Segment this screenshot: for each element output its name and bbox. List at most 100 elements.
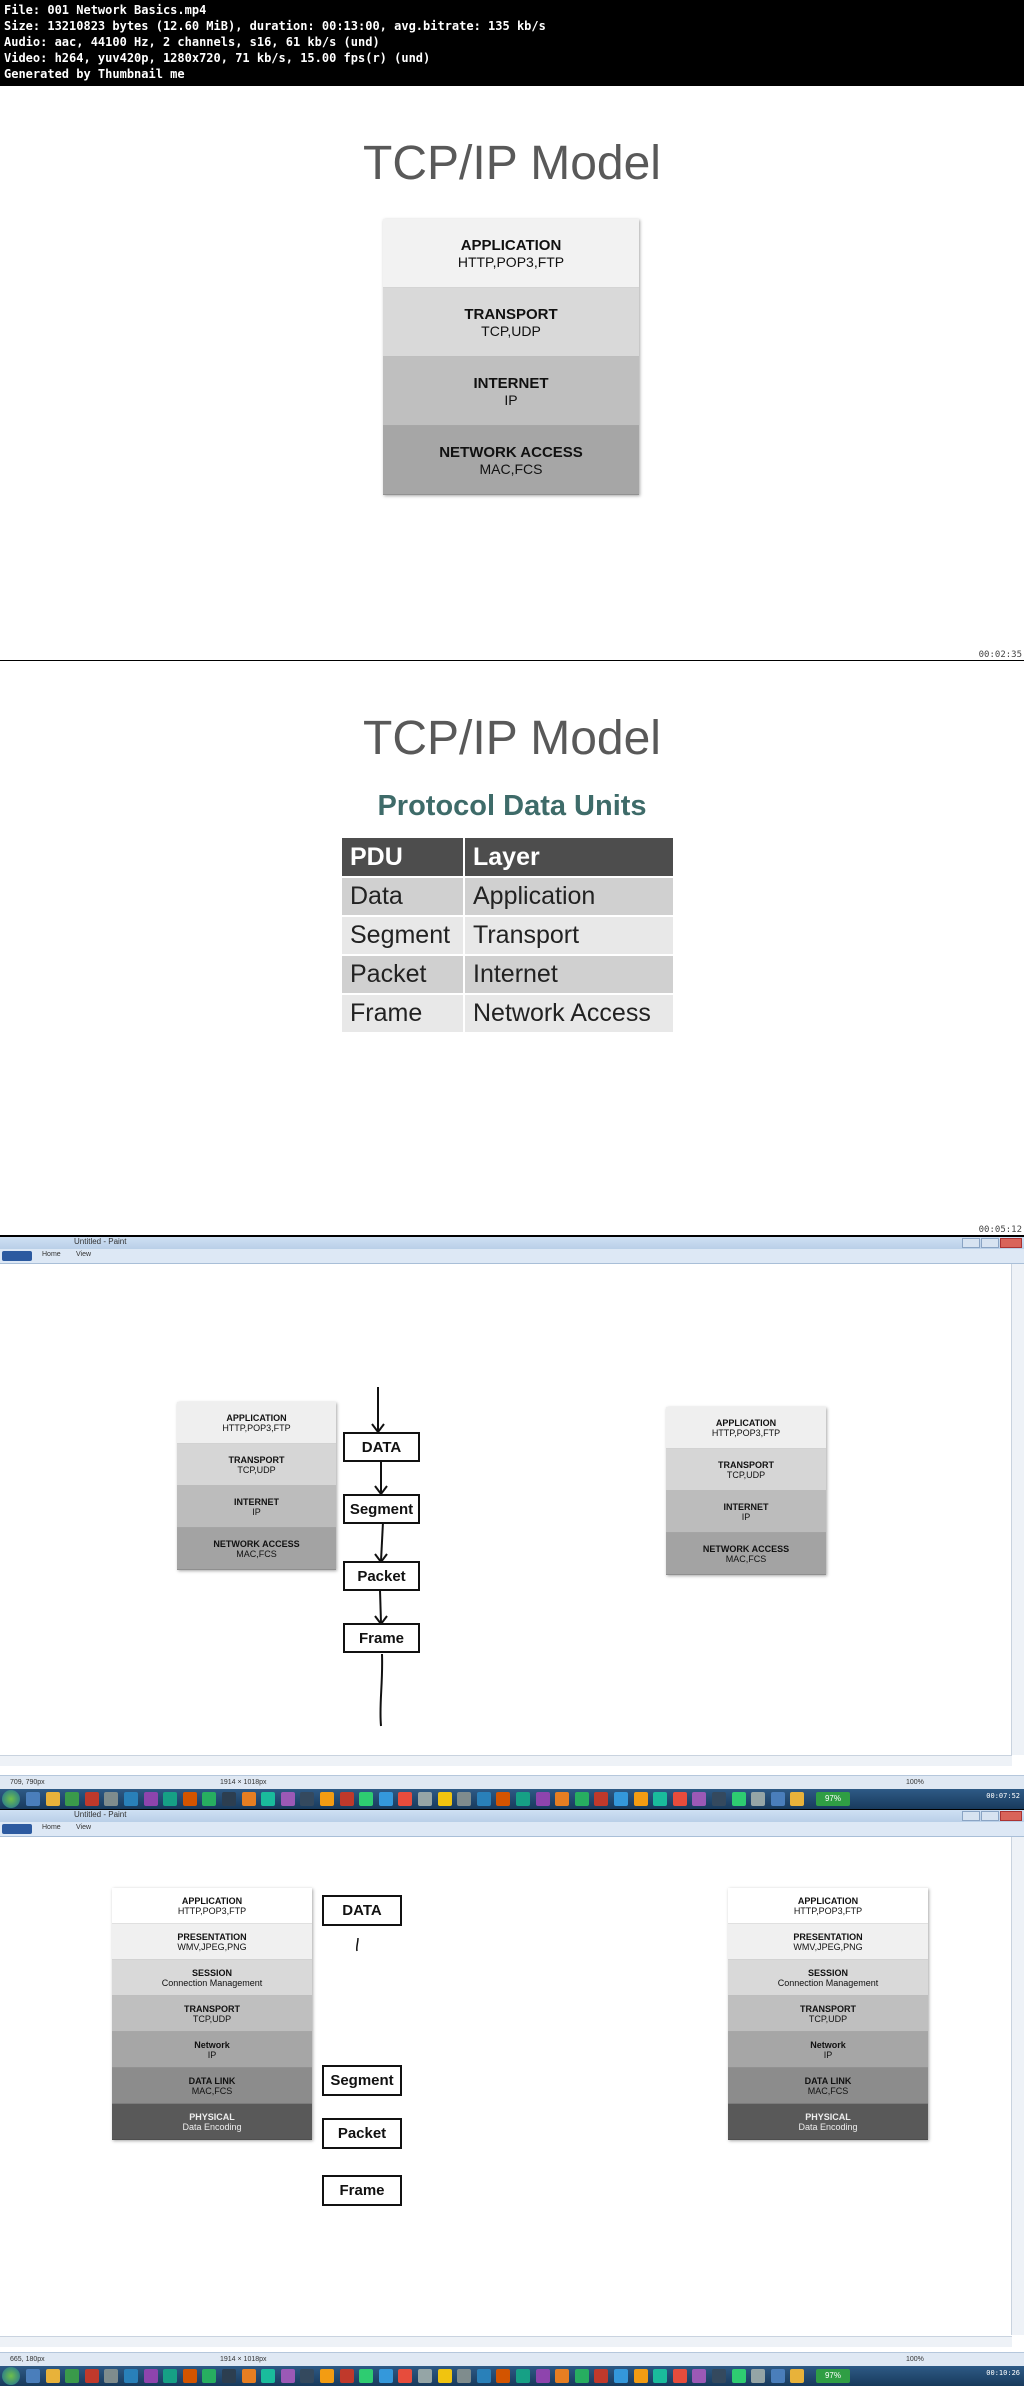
taskbar-app-icon[interactable] (692, 2369, 707, 2383)
vertical-scrollbar[interactable] (1011, 1837, 1024, 2335)
taskbar-app-icon[interactable] (163, 2369, 178, 2383)
taskbar-app-icon[interactable] (359, 1792, 374, 1806)
taskbar-app-icon[interactable] (770, 2369, 785, 2383)
taskbar-app-icon[interactable] (555, 1792, 570, 1806)
taskbar-app-icon[interactable] (163, 1792, 178, 1806)
taskbar-app-icon[interactable] (104, 2369, 119, 2383)
taskbar-app-icon[interactable] (516, 1792, 530, 1806)
taskbar-app-icon[interactable] (241, 2369, 256, 2383)
vertical-scrollbar[interactable] (1011, 1264, 1024, 1755)
taskbar-app-icon[interactable] (535, 1792, 550, 1806)
minimize-button[interactable] (962, 1238, 980, 1248)
taskbar-app-icon[interactable] (653, 1792, 668, 1806)
start-button[interactable] (2, 1790, 20, 1808)
taskbar-app-icon[interactable] (182, 1792, 197, 1806)
taskbar-app-icon[interactable] (672, 1792, 687, 1806)
taskbar-app-icon[interactable] (261, 2369, 276, 2383)
taskbar-app-icon[interactable] (124, 2369, 138, 2383)
taskbar-app-icon[interactable] (418, 2369, 432, 2383)
taskbar-app-icon[interactable] (731, 2369, 746, 2383)
taskbar-app-icon[interactable] (574, 1792, 589, 1806)
taskbar-app-icon[interactable] (300, 2369, 315, 2383)
tab-view[interactable]: View (76, 1251, 92, 1258)
taskbar-app-icon[interactable] (476, 1792, 491, 1806)
taskbar-app-icon[interactable] (65, 2369, 80, 2383)
taskbar-app-icon[interactable] (594, 2369, 609, 2383)
taskbar-app-icon[interactable] (751, 1792, 766, 1806)
taskbar-app-icon[interactable] (398, 1792, 413, 1806)
file-menu-button[interactable] (2, 1824, 32, 1834)
taskbar-app-icon[interactable] (457, 1792, 472, 1806)
taskbar-app-icon[interactable] (222, 1792, 236, 1806)
taskbar-app-icon[interactable] (731, 1792, 746, 1806)
taskbar-app-icon[interactable] (143, 2369, 158, 2383)
taskbar-app-icon[interactable] (555, 2369, 570, 2383)
taskbar-app-icon[interactable] (476, 2369, 491, 2383)
taskbar-app-icon[interactable] (535, 2369, 550, 2383)
taskbar-app-icon[interactable] (45, 1792, 60, 1806)
minimize-button[interactable] (962, 1811, 980, 1821)
taskbar-app-icon[interactable] (339, 1792, 354, 1806)
taskbar-app-icon[interactable] (692, 1792, 707, 1806)
horizontal-scrollbar[interactable] (0, 1755, 1012, 1766)
taskbar-app-icon[interactable] (124, 1792, 138, 1806)
taskbar-app-icon[interactable] (182, 2369, 197, 2383)
taskbar-app-icon[interactable] (633, 2369, 648, 2383)
taskbar-app-icon[interactable] (790, 2369, 805, 2383)
taskbar-app-icon[interactable] (300, 1792, 315, 1806)
close-button[interactable] (1000, 1238, 1022, 1248)
taskbar-app-icon[interactable] (398, 2369, 413, 2383)
taskbar-app-icon[interactable] (280, 2369, 295, 2383)
taskbar-app-icon[interactable] (222, 2369, 236, 2383)
taskbar-app-icon[interactable] (672, 2369, 687, 2383)
taskbar-app-icon[interactable] (202, 2369, 217, 2383)
taskbar-app-icon[interactable] (457, 2369, 472, 2383)
file-menu-button[interactable] (2, 1251, 32, 1261)
taskbar-app-icon[interactable] (437, 2369, 452, 2383)
taskbar-app-icon[interactable] (320, 1792, 334, 1806)
taskbar-app-icon[interactable] (65, 1792, 80, 1806)
taskbar-app-icon[interactable] (378, 1792, 393, 1806)
taskbar-app-icon[interactable] (202, 1792, 217, 1806)
taskbar-app-icon[interactable] (45, 2369, 60, 2383)
taskbar-app-icon[interactable] (574, 2369, 589, 2383)
taskbar-app-icon[interactable] (378, 2369, 393, 2383)
tab-view[interactable]: View (76, 1824, 92, 1831)
taskbar-app-icon[interactable] (339, 2369, 354, 2383)
taskbar-app-icon[interactable] (143, 1792, 158, 1806)
taskbar-app-icon[interactable] (241, 1792, 256, 1806)
taskbar-app-icon[interactable] (104, 1792, 119, 1806)
taskbar-app-icon[interactable] (261, 1792, 276, 1806)
horizontal-scrollbar[interactable] (0, 2336, 1012, 2347)
start-button[interactable] (2, 2367, 20, 2385)
close-button[interactable] (1000, 1811, 1022, 1821)
taskbar-app-icon[interactable] (751, 2369, 766, 2383)
taskbar-app-icon[interactable] (594, 1792, 609, 1806)
tab-home[interactable]: Home (42, 1824, 61, 1831)
taskbar-app-icon[interactable] (496, 2369, 511, 2383)
taskbar-app-icon[interactable] (320, 2369, 334, 2383)
taskbar-app-icon[interactable] (26, 1792, 40, 1806)
taskbar-app-icon[interactable] (418, 1792, 432, 1806)
tab-home[interactable]: Home (42, 1251, 61, 1258)
taskbar-app-icon[interactable] (26, 2369, 40, 2383)
taskbar-app-icon[interactable] (712, 1792, 726, 1806)
taskbar-app-icon[interactable] (516, 2369, 530, 2383)
taskbar-app-icon[interactable] (770, 1792, 785, 1806)
taskbar-app-icon[interactable] (84, 2369, 99, 2383)
taskbar-app-icon[interactable] (653, 2369, 668, 2383)
taskbar-app-icon[interactable] (712, 2369, 726, 2383)
taskbar-app-icon[interactable] (280, 1792, 295, 1806)
taskbar-app-icon[interactable] (84, 1792, 99, 1806)
maximize-button[interactable] (981, 1811, 999, 1821)
taskbar-app-icon[interactable] (614, 1792, 628, 1806)
taskbar-app-icon[interactable] (614, 2369, 628, 2383)
taskbar-app-icon[interactable] (496, 1792, 511, 1806)
taskbar-app-icon[interactable] (437, 1792, 452, 1806)
taskbar-app-icon[interactable] (790, 1792, 805, 1806)
taskbar-app-icon[interactable] (633, 1792, 648, 1806)
maximize-button[interactable] (981, 1238, 999, 1248)
taskbar-app-icon[interactable] (359, 2369, 374, 2383)
